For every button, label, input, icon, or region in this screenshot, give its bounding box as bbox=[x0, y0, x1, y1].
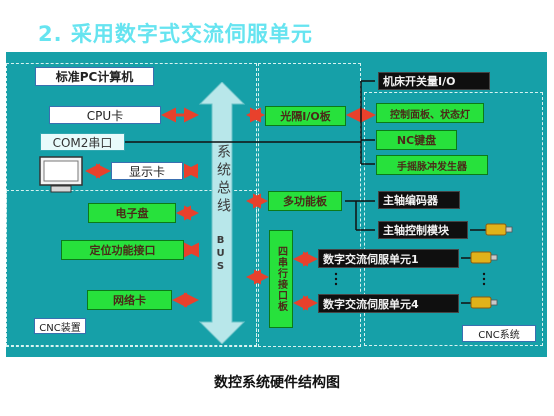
slide-title: 2. 采用数字式交流伺服单元 bbox=[38, 22, 313, 46]
pc-label: 标准PC计算机 bbox=[35, 67, 154, 86]
bus-label-en: BUS bbox=[215, 235, 226, 274]
operator-panel-box: 控制面板、状态灯 bbox=[376, 103, 484, 123]
com-port-box: COM2串口 bbox=[40, 133, 125, 151]
motor-icon bbox=[470, 251, 498, 264]
nc-keyboard-box: NC键盘 bbox=[376, 130, 457, 150]
quad-serial-board-box: 四串行接口板 bbox=[269, 230, 293, 328]
storage-region-border bbox=[6, 190, 257, 346]
system-bus bbox=[198, 81, 246, 345]
cnc-system-label: CNC系统 bbox=[462, 325, 536, 342]
motor-icon bbox=[470, 296, 498, 309]
electronic-disk-box: 电子盘 bbox=[88, 203, 176, 223]
handwheel-generator-box: 手摇脉冲发生器 bbox=[376, 155, 488, 175]
network-card-box: 网络卡 bbox=[87, 290, 172, 310]
optical-io-board-box: 光隔I/O板 bbox=[265, 106, 346, 126]
spindle-encoder-box: 主轴编码器 bbox=[378, 191, 460, 209]
peripheral-region-border bbox=[364, 92, 543, 346]
figure-caption: 数控系统硬件结构图 bbox=[214, 375, 340, 391]
monitor-icon bbox=[37, 156, 85, 194]
multifunction-board-box: 多功能板 bbox=[268, 191, 342, 211]
display-card-box: 显示卡 bbox=[111, 162, 183, 180]
cnc-device-label: CNC装置 bbox=[34, 318, 86, 334]
servo-unit-1-box: 数字交流伺服单元1 bbox=[318, 249, 459, 268]
spindle-control-module-box: 主轴控制模块 bbox=[378, 221, 468, 239]
bus-label-cn: 系统总线 bbox=[215, 144, 231, 216]
cpu-card-box: CPU卡 bbox=[49, 106, 161, 124]
connectors-layer bbox=[85, 80, 513, 311]
motor-icon bbox=[485, 223, 513, 236]
machine-switch-io-box: 机床开关量I/O bbox=[378, 72, 490, 90]
servo-unit-4-box: 数字交流伺服单元4 bbox=[318, 294, 459, 313]
hardware-diagram: 标准PC计算机 CPU卡 COM2串口 显示卡 电子盘 定位功能接口 网络卡 C… bbox=[6, 52, 547, 357]
position-interface-box: 定位功能接口 bbox=[61, 240, 184, 260]
